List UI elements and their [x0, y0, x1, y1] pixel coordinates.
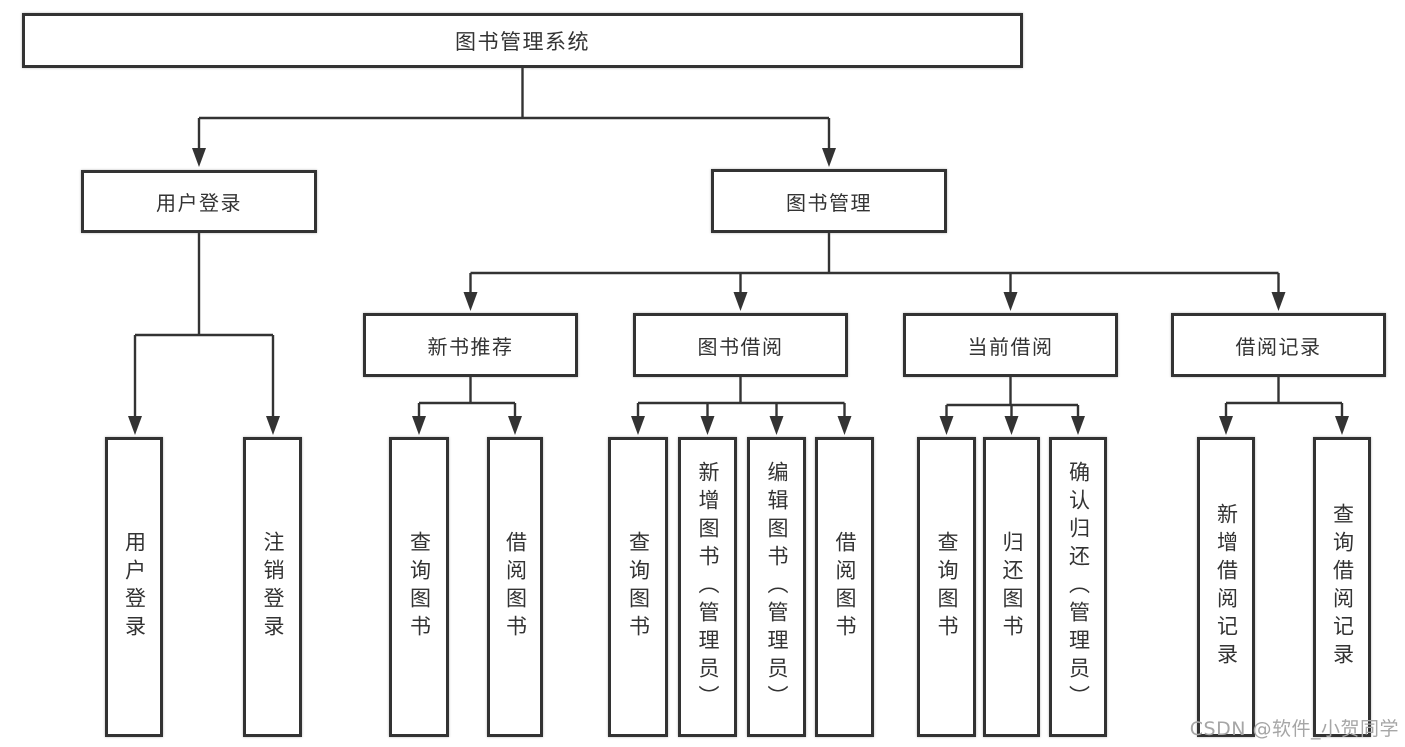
node-current-borrowing: 当前借阅	[903, 313, 1118, 377]
leaf-current-query-books: 查询图书	[917, 437, 976, 737]
leaf-current-confirm-return-admin: 确认归还（管理员）	[1049, 437, 1107, 737]
leaf-borrow-borrow-books: 借阅图书	[815, 437, 874, 737]
node-root-system-label: 图书管理系统	[455, 29, 590, 54]
node-borrowing-records: 借阅记录	[1171, 313, 1386, 377]
leaf-borrow-add-books-admin-label: 新增图书（管理员）	[696, 461, 720, 713]
leaf-newbooks-borrow-books-label: 借阅图书	[503, 531, 528, 643]
leaf-records-add-record: 新增借阅记录	[1197, 437, 1255, 737]
csdn-watermark: CSDN @软件_小贺同学	[1189, 718, 1399, 740]
leaf-logout: 注销登录	[243, 437, 302, 737]
node-book-borrowing-label: 图书借阅	[697, 334, 784, 359]
node-book-management: 图书管理	[711, 169, 947, 233]
node-new-book-recommend-label: 新书推荐	[427, 334, 514, 359]
node-borrowing-records-label: 借阅记录	[1235, 334, 1322, 359]
node-book-borrowing: 图书借阅	[633, 313, 848, 377]
node-new-book-recommend: 新书推荐	[363, 313, 578, 377]
leaf-newbooks-borrow-books: 借阅图书	[487, 437, 543, 737]
leaf-records-query-record-label: 查询借阅记录	[1330, 503, 1355, 671]
leaf-records-add-record-label: 新增借阅记录	[1214, 503, 1239, 671]
leaf-borrow-edit-books-admin: 编辑图书（管理员）	[747, 437, 806, 737]
node-book-management-label: 图书管理	[786, 190, 872, 215]
leaf-current-query-books-label: 查询图书	[935, 531, 959, 643]
leaf-newbooks-query-books: 查询图书	[389, 437, 449, 737]
leaf-borrow-query-books-label: 查询图书	[626, 531, 651, 643]
leaf-borrow-add-books-admin: 新增图书（管理员）	[678, 437, 737, 737]
leaf-borrow-borrow-books-label: 借阅图书	[833, 531, 857, 643]
node-root-system: 图书管理系统	[22, 13, 1023, 68]
leaf-borrow-edit-books-admin-label: 编辑图书（管理员）	[765, 461, 789, 713]
leaf-current-confirm-return-admin-label: 确认归还（管理员）	[1066, 461, 1091, 713]
leaf-newbooks-query-books-label: 查询图书	[407, 531, 432, 643]
leaf-logout-label: 注销登录	[261, 531, 285, 643]
leaf-user-login-label: 用户登录	[122, 531, 147, 643]
leaf-user-login: 用户登录	[105, 437, 163, 737]
node-user-login: 用户登录	[81, 170, 317, 233]
leaf-borrow-query-books: 查询图书	[608, 437, 668, 737]
node-current-borrowing-label: 当前借阅	[967, 334, 1054, 359]
leaf-current-return-books-label: 归还图书	[1000, 531, 1024, 643]
leaf-records-query-record: 查询借阅记录	[1313, 437, 1371, 737]
node-user-login-label: 用户登录	[156, 191, 242, 215]
leaf-current-return-books: 归还图书	[983, 437, 1040, 737]
